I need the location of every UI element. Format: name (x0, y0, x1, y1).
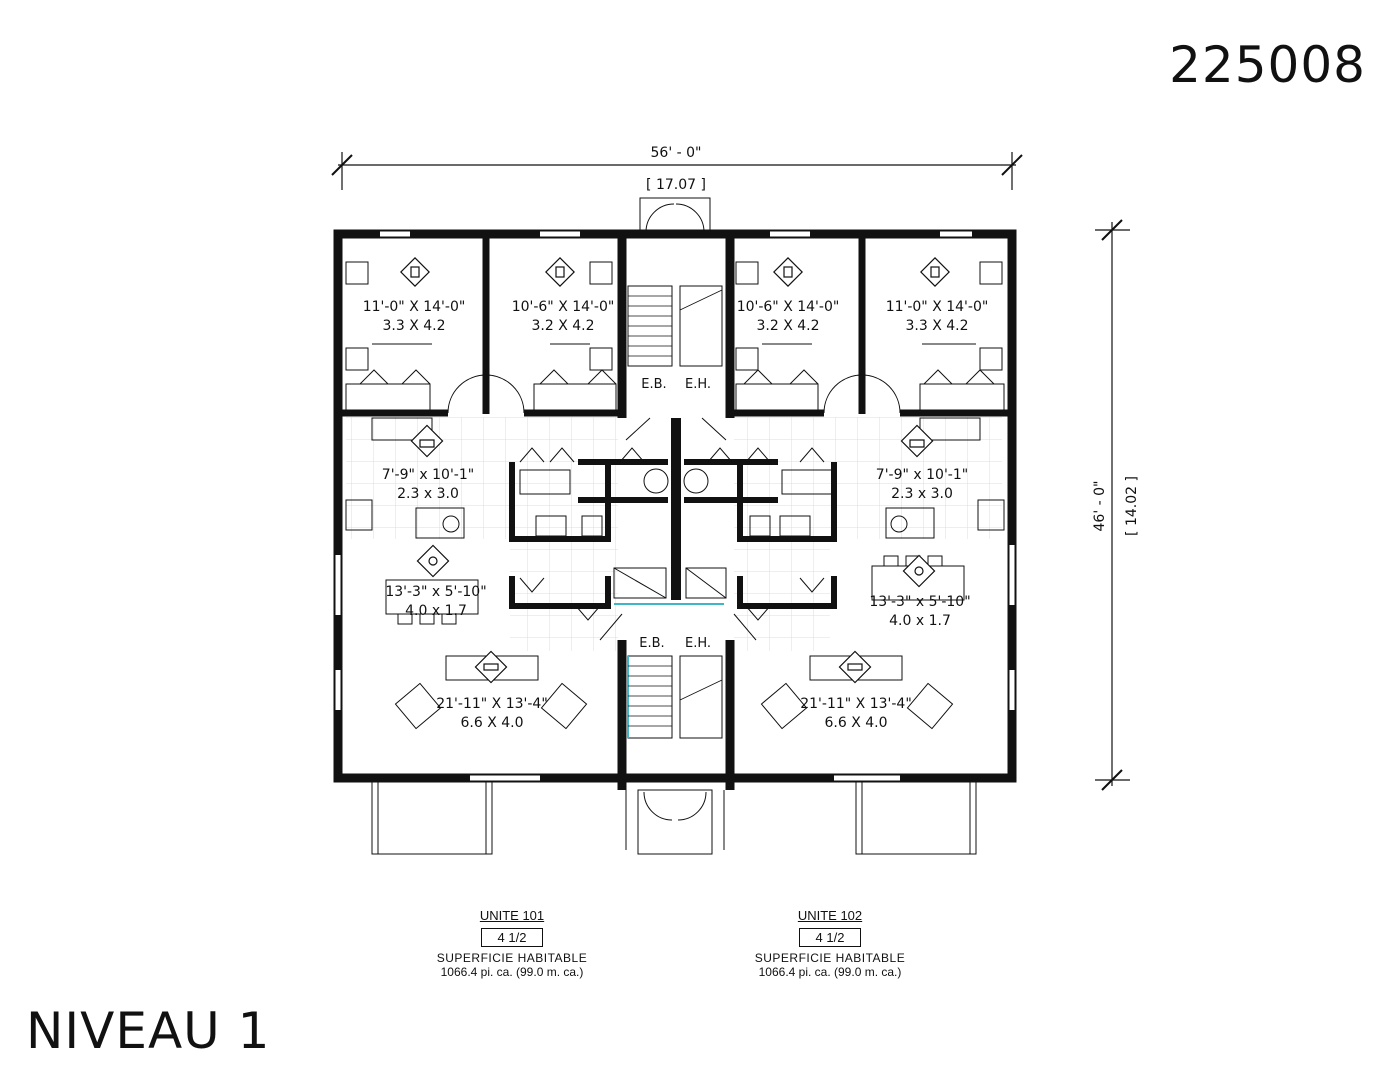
bedroom-1-metric: 3.3 X 4.2 (382, 318, 445, 334)
kitchen-2-imperial: 7'-9" x 10'-1" (876, 467, 968, 483)
depth-dimension (1095, 219, 1130, 791)
unit-102-name: UNITE 102 (797, 908, 863, 923)
unit-102-label: SUPERFICIE HABITABLE (754, 951, 906, 965)
plan-number: 225008 (1169, 36, 1366, 94)
bedroom-doors (447, 374, 901, 414)
stair-up-label-top: E.H. (685, 377, 711, 392)
bedroom-4-metric: 3.3 X 4.2 (905, 318, 968, 334)
width-metric: [ 17.07 ] (646, 177, 706, 193)
bedroom-2-metric: 3.2 X 4.2 (531, 318, 594, 334)
stair-core (614, 234, 735, 790)
dining-tables (385, 555, 965, 625)
stair-down-label-top: E.B. (641, 377, 666, 392)
bedroom-3-metric: 3.2 X 4.2 (756, 318, 819, 334)
bathroom-fixtures (519, 417, 833, 641)
bedroom-1-imperial: 11'-0" X 14'-0" (363, 299, 466, 315)
unit-102-info: UNITE 102 4 1/2 SUPERFICIE HABITABLE 106… (710, 908, 950, 979)
dining-1-imperial: 13'-3" x 5'-10" (385, 584, 486, 600)
beds (345, 261, 1003, 371)
kitchen-2-metric: 2.3 x 3.0 (891, 486, 953, 502)
bed-icon (920, 257, 950, 287)
sofa-icon (838, 650, 872, 684)
kitchen-1-metric: 2.3 x 3.0 (397, 486, 459, 502)
width-imperial: 56' - 0" (651, 145, 702, 161)
bedroom-4-imperial: 11'-0" X 14'-0" (886, 299, 989, 315)
bedroom-walls (338, 234, 1012, 417)
living-2-metric: 6.6 X 4.0 (824, 715, 887, 731)
bed-icon (773, 257, 803, 287)
unit-101-label: SUPERFICIE HABITABLE (436, 951, 588, 965)
entry-doors (625, 197, 725, 855)
balconies (371, 781, 977, 855)
dining-icon (416, 544, 450, 578)
living-1-metric: 6.6 X 4.0 (460, 715, 523, 731)
unit-101-info: UNITE 101 4 1/2 SUPERFICIE HABITABLE 106… (392, 908, 632, 979)
stair-treads (628, 289, 723, 727)
living-2-imperial: 21'-11" X 13'-4" (800, 696, 912, 712)
unit-101-type: 4 1/2 (481, 928, 543, 947)
dining-2-metric: 4.0 x 1.7 (889, 613, 951, 629)
unit-102-area: 1066.4 pi. ca. (99.0 m. ca.) (758, 965, 902, 979)
width-dimension (331, 152, 1023, 190)
depth-metric: [ 14.02 ] (1124, 476, 1140, 536)
dining-2-imperial: 13'-3" x 5'-10" (869, 594, 970, 610)
bed-icon (545, 257, 575, 287)
depth-imperial: 46' - 0" (1092, 481, 1108, 532)
bathroom-walls (509, 459, 837, 609)
bedroom-2-imperial: 10'-6" X 14'-0" (512, 299, 615, 315)
cooking-pot-icon (410, 424, 444, 458)
unit-101-name: UNITE 101 (479, 908, 545, 923)
windows (335, 231, 1015, 781)
bed-icon (400, 257, 430, 287)
kitchen-counters (345, 417, 1005, 539)
unit-101-area: 1066.4 pi. ca. (99.0 m. ca.) (440, 965, 584, 979)
closets (345, 369, 1005, 411)
kitchen-1-imperial: 7'-9" x 10'-1" (382, 467, 474, 483)
dining-1-metric: 4.0 x 1.7 (405, 603, 467, 619)
dining-icon (902, 554, 936, 588)
stair-up-label-bottom: E.H. (685, 636, 711, 651)
unit-102-type: 4 1/2 (799, 928, 861, 947)
living-1-imperial: 21'-11" X 13'-4" (436, 696, 548, 712)
bedroom-3-imperial: 10'-6" X 14'-0" (737, 299, 840, 315)
cooking-pot-icon (900, 424, 934, 458)
stair-down-label-bottom: E.B. (639, 636, 664, 651)
level-title: NIVEAU 1 (26, 1002, 271, 1060)
sofa-icon (474, 650, 508, 684)
